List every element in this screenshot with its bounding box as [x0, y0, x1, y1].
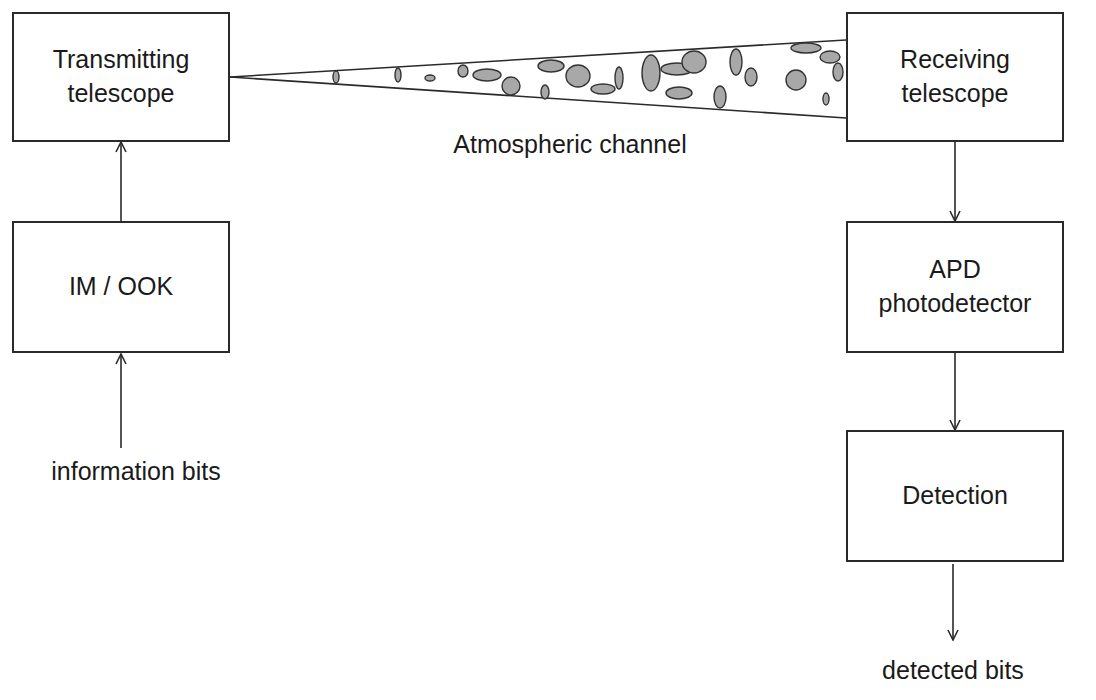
flow-arrow — [954, 142, 956, 221]
output-arrow — [952, 564, 954, 640]
turbulence-eddies — [333, 43, 843, 108]
channel-label: Atmospheric channel — [450, 129, 689, 159]
box-text: Receiving telescope — [866, 43, 1044, 111]
box-text: Transmitting telescope — [32, 43, 210, 111]
box-text: IM / OOK — [69, 270, 173, 304]
telescope-box: Receiving telescope — [846, 12, 1064, 142]
detection-box: Detection — [846, 430, 1064, 562]
flow-arrow — [120, 142, 122, 221]
input-arrow — [120, 354, 122, 448]
output-label: detected bits — [879, 655, 1027, 685]
telescope-box: Transmitting telescope — [12, 12, 230, 142]
modulator-box: IM / OOK — [12, 221, 230, 353]
input-label: information bits — [48, 456, 224, 486]
flow-arrow — [954, 353, 956, 430]
beam-cone — [230, 40, 846, 118]
box-text: APD photodetector — [866, 253, 1044, 321]
box-text: Detection — [902, 479, 1008, 513]
photodetector-box: APD photodetector — [846, 221, 1064, 353]
